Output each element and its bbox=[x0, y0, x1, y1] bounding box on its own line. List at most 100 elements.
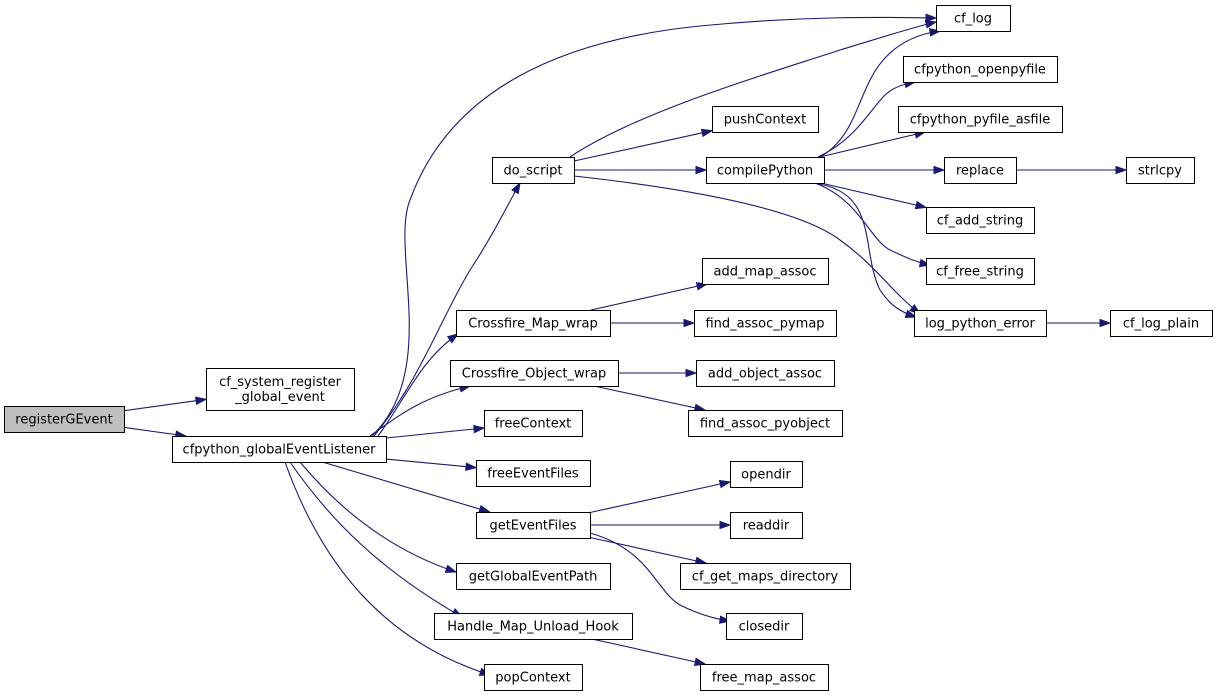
node-registerGEvent[interactable]: registerGEvent bbox=[4, 406, 125, 433]
edge-Crossfire_Object_wrap-to-add_object_assoc bbox=[618, 368, 698, 378]
node-box bbox=[1110, 310, 1213, 337]
edge-do_script-to-pushContext bbox=[573, 128, 714, 162]
edge-line bbox=[819, 131, 926, 158]
node-label: getGlobalEventPath bbox=[469, 570, 598, 585]
node-box bbox=[476, 512, 591, 539]
node-box bbox=[903, 56, 1058, 83]
edge-line bbox=[123, 398, 207, 412]
node-box bbox=[172, 436, 387, 463]
node-box bbox=[730, 461, 803, 488]
node-label: add_object_assoc bbox=[708, 367, 822, 382]
node-box bbox=[914, 310, 1047, 337]
arrow-head-icon bbox=[446, 333, 460, 344]
node-do_script[interactable]: do_script bbox=[492, 157, 575, 184]
node-Crossfire_Object_wrap[interactable]: Crossfire_Object_wrap bbox=[450, 360, 619, 387]
arrow-head-icon bbox=[693, 657, 707, 666]
node-box bbox=[450, 360, 619, 387]
node-box bbox=[206, 368, 355, 411]
node-closedir[interactable]: closedir bbox=[726, 613, 803, 640]
node-label: registerGEvent bbox=[15, 413, 112, 428]
edge-cfpython_globalEventListener-to-Crossfire_Object_wrap bbox=[369, 384, 472, 437]
node-cf_log[interactable]: cf_log bbox=[936, 5, 1011, 32]
node-box bbox=[696, 360, 835, 387]
node-add_object_assoc[interactable]: add_object_assoc bbox=[696, 360, 835, 387]
node-opendir[interactable]: opendir bbox=[730, 461, 803, 488]
node-cf_system_register_global_event[interactable]: cf_system_register_global_event bbox=[206, 368, 355, 411]
node-label: free_map_assoc bbox=[712, 671, 816, 686]
node-box bbox=[898, 106, 1063, 133]
node-box bbox=[726, 613, 803, 640]
node-cfpython_globalEventListener[interactable]: cfpython_globalEventListener bbox=[172, 436, 387, 463]
node-box bbox=[926, 258, 1035, 285]
edge-line bbox=[377, 333, 459, 437]
node-compilePython[interactable]: compilePython bbox=[706, 157, 825, 184]
node-cf_get_maps_directory[interactable]: cf_get_maps_directory bbox=[680, 563, 851, 590]
arrow-head-icon bbox=[924, 20, 938, 29]
node-freeEventFiles[interactable]: freeEventFiles bbox=[476, 460, 591, 487]
edge-cfpython_globalEventListener-to-Handle_Map_Unload_Hook bbox=[289, 461, 464, 618]
node-label: cfpython_openpyfile bbox=[914, 63, 1046, 78]
node-log_python_error[interactable]: log_python_error bbox=[914, 310, 1047, 337]
node-box bbox=[1126, 157, 1195, 184]
edge-line bbox=[811, 182, 917, 318]
edge-line bbox=[322, 461, 490, 513]
edge-cfpython_globalEventListener-to-cf_log bbox=[371, 13, 938, 437]
node-Handle_Map_Unload_Hook[interactable]: Handle_Map_Unload_Hook bbox=[434, 613, 633, 640]
edge-getEventFiles-to-opendir bbox=[589, 479, 732, 514]
edge-line bbox=[814, 182, 931, 266]
node-box bbox=[456, 310, 611, 337]
arrow-head-icon bbox=[925, 13, 938, 23]
node-box bbox=[706, 157, 825, 184]
node-cf_log_plain[interactable]: cf_log_plain bbox=[1110, 310, 1213, 337]
edge-line bbox=[385, 458, 477, 469]
edge-line bbox=[819, 30, 941, 158]
node-cfpython_pyfile_asfile[interactable]: cfpython_pyfile_asfile bbox=[898, 106, 1063, 133]
arrow-head-icon bbox=[904, 309, 918, 319]
node-strlcpy[interactable]: strlcpy bbox=[1126, 157, 1195, 184]
node-getGlobalEventPath[interactable]: getGlobalEventPath bbox=[456, 563, 611, 590]
edge-cfpython_globalEventListener-to-freeEventFiles bbox=[385, 458, 478, 471]
edge-line bbox=[371, 16, 937, 437]
node-box bbox=[476, 460, 591, 487]
node-free_map_assoc[interactable]: free_map_assoc bbox=[700, 664, 829, 691]
node-add_map_assoc[interactable]: add_map_assoc bbox=[702, 258, 829, 285]
edge-compilePython-to-log_python_error bbox=[811, 182, 918, 319]
edge-line bbox=[593, 385, 706, 411]
node-find_assoc_pymap[interactable]: find_assoc_pymap bbox=[694, 310, 837, 337]
node-label: closedir bbox=[739, 620, 790, 635]
node-replace[interactable]: replace bbox=[944, 157, 1017, 184]
node-label: cfpython_globalEventListener bbox=[183, 443, 377, 458]
arrow-head-icon bbox=[478, 504, 492, 514]
edge-compilePython-to-cfpython_pyfile_asfile bbox=[819, 130, 927, 158]
node-find_assoc_pyobject[interactable]: find_assoc_pyobject bbox=[688, 410, 843, 437]
node-cf_free_string[interactable]: cf_free_string bbox=[926, 258, 1035, 285]
node-label: replace bbox=[956, 164, 1004, 179]
node-label: cf_get_maps_directory bbox=[692, 570, 839, 585]
edge-do_script-to-cf_log bbox=[569, 20, 938, 158]
node-label: cf_system_register bbox=[219, 375, 342, 390]
node-getEventFiles[interactable]: getEventFiles bbox=[476, 512, 591, 539]
node-label: do_script bbox=[504, 164, 563, 179]
node-box bbox=[926, 207, 1035, 234]
edge-compilePython-to-cf_add_string bbox=[820, 182, 928, 210]
node-readdir[interactable]: readdir bbox=[730, 512, 803, 539]
node-popContext[interactable]: popContext bbox=[484, 664, 583, 691]
edge-line bbox=[289, 461, 463, 618]
node-box bbox=[484, 410, 583, 437]
edge-do_script-to-compilePython bbox=[574, 165, 708, 175]
arrow-head-icon bbox=[465, 462, 478, 471]
edge-cfpython_globalEventListener-to-do_script bbox=[373, 181, 521, 437]
node-pushContext[interactable]: pushContext bbox=[712, 106, 819, 133]
arrow-head-icon bbox=[718, 479, 732, 489]
node-Crossfire_Map_wrap[interactable]: Crossfire_Map_wrap bbox=[456, 310, 611, 337]
node-label: find_assoc_pymap bbox=[705, 317, 824, 332]
edge-line bbox=[589, 536, 707, 564]
edge-line bbox=[573, 130, 713, 162]
edge-line bbox=[573, 175, 921, 315]
node-cfpython_openpyfile[interactable]: cfpython_openpyfile bbox=[903, 56, 1058, 83]
node-cf_add_string[interactable]: cf_add_string bbox=[926, 207, 1035, 234]
edge-line bbox=[591, 638, 706, 665]
node-freeContext[interactable]: freeContext bbox=[484, 410, 583, 437]
edge-line bbox=[590, 283, 708, 311]
